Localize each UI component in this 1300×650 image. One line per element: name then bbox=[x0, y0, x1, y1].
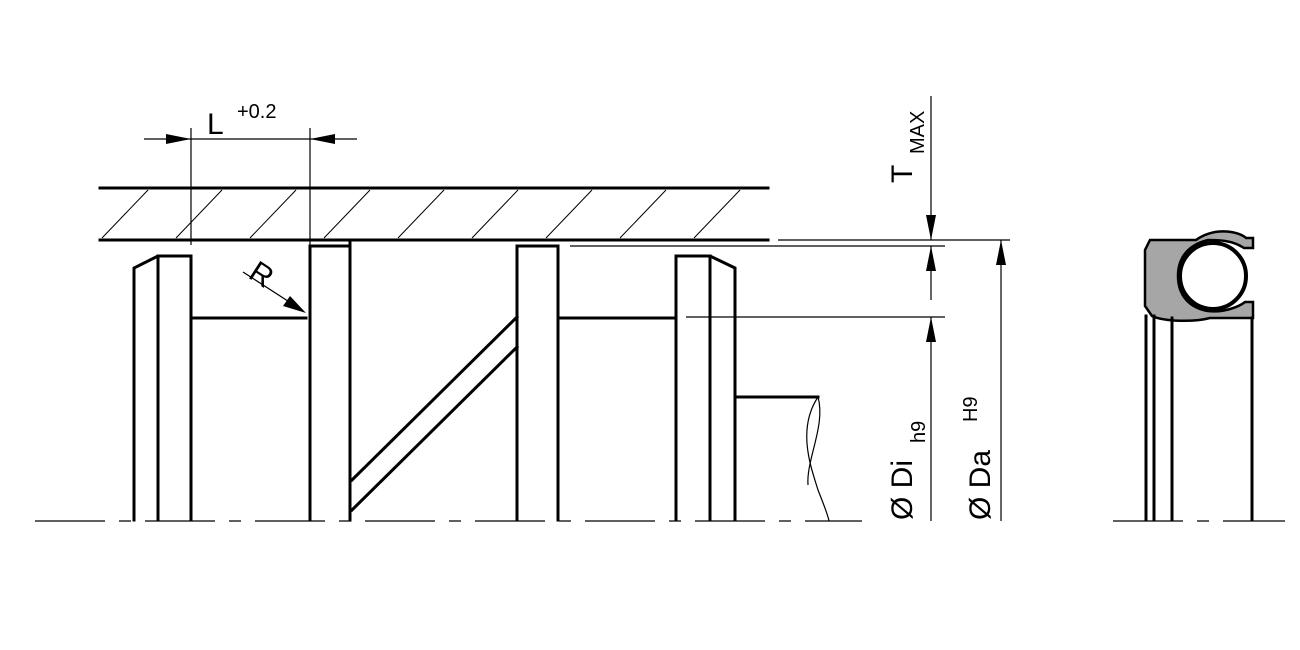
right-flange bbox=[556, 254, 830, 522]
t-max-symbol: T bbox=[886, 165, 919, 183]
length-tolerance: +0.2 bbox=[237, 101, 276, 123]
da-symbol: Ø Da bbox=[964, 450, 997, 520]
inner-diameter-dimension: Ø Di h9 bbox=[886, 317, 936, 521]
outer-diameter-dimension: Ø Da H9 bbox=[960, 240, 1006, 521]
extension-lines bbox=[570, 239, 1010, 318]
length-label: L bbox=[207, 108, 224, 141]
o-ring bbox=[1178, 241, 1248, 311]
t-max-subscript: MAX bbox=[907, 111, 929, 154]
radius-dimension: R bbox=[242, 255, 306, 313]
di-tolerance: h9 bbox=[908, 421, 930, 443]
t-max-dimension: T MAX bbox=[886, 96, 936, 300]
shaft-break-line bbox=[806, 396, 830, 522]
radius-label: R bbox=[243, 255, 279, 294]
housing-hatching bbox=[101, 189, 741, 239]
di-symbol: Ø Di bbox=[886, 460, 919, 520]
left-flange bbox=[132, 254, 308, 522]
da-tolerance: H9 bbox=[960, 396, 982, 422]
piston-body bbox=[308, 238, 560, 522]
housing-section bbox=[98, 186, 770, 242]
seal-profile bbox=[1143, 230, 1255, 322]
length-dimension: L +0.2 bbox=[144, 101, 357, 245]
seal-cross-section bbox=[1113, 230, 1285, 522]
